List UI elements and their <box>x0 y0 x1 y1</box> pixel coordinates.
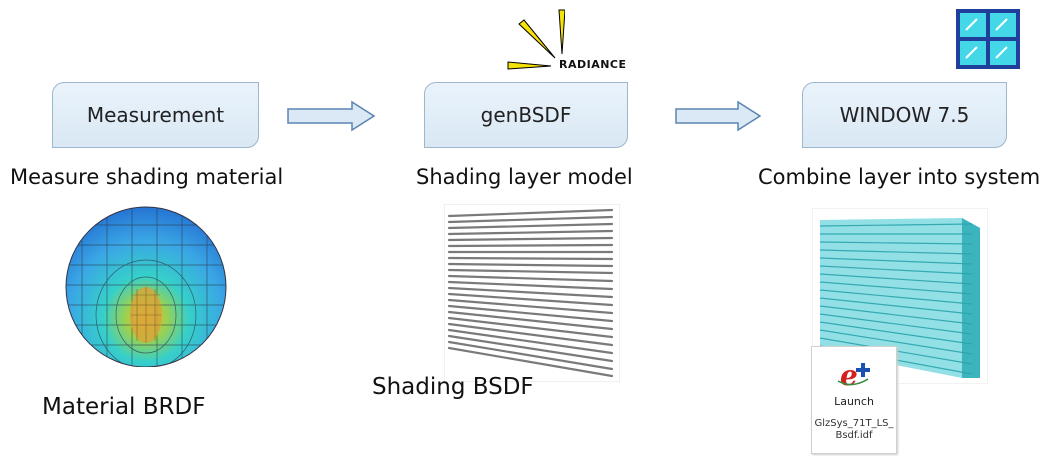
radiance-logo-text: RADIANCE <box>559 58 627 71</box>
measurement-label: Measurement <box>86 103 225 127</box>
window-caption: Combine layer into system <box>758 165 1041 189</box>
genbsdf-caption: Shading layer model <box>416 165 633 189</box>
window-app-icon <box>956 9 1020 69</box>
launch-shortcut[interactable]: e Launch GlzSys_71T_LS_ Bsdf.idf <box>811 346 897 454</box>
file-name-line1: GlzSys_71T_LS_ <box>814 418 894 429</box>
material-brdf-caption: Material BRDF <box>42 394 206 420</box>
energyplus-launch-icon: e <box>837 359 870 392</box>
file-name-line2: Bsdf.idf <box>835 430 873 441</box>
genbsdf-box: genBSDF <box>424 82 628 148</box>
measurement-caption: Measure shading material <box>10 165 284 189</box>
right-arrow-icon <box>675 100 762 132</box>
right-arrow-icon <box>287 100 376 132</box>
genbsdf-label: genBSDF <box>480 103 572 127</box>
shading-bsdf-caption: Shading BSDF <box>372 374 534 400</box>
glazing-system-image <box>812 208 988 384</box>
shading-bsdf-image <box>444 204 620 382</box>
window-label: WINDOW 7.5 <box>839 103 970 127</box>
launch-label: Launch <box>834 395 874 408</box>
measurement-box: Measurement <box>52 82 259 148</box>
material-brdf-image <box>57 205 235 367</box>
radiance-logo-icon <box>507 9 565 70</box>
window-box: WINDOW 7.5 <box>802 82 1007 148</box>
